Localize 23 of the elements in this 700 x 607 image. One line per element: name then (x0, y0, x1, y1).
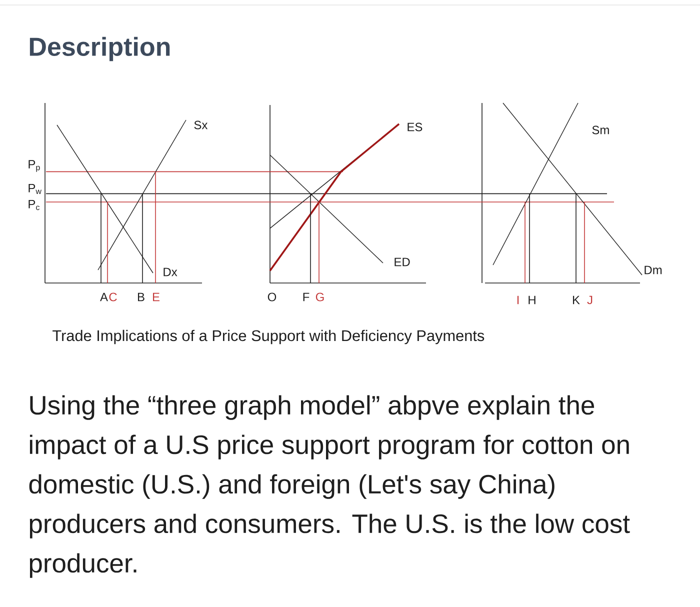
quantity-label: O (268, 292, 276, 302)
quantity-label: G (316, 292, 324, 302)
price-label: P$_{w}$ (28, 184, 42, 194)
curve-label: ES (408, 122, 422, 132)
quantity-label: H (528, 296, 536, 304)
quantity-label: C (109, 292, 117, 302)
curve-label: Sm (592, 126, 609, 134)
price-label: P$_{c}$ (28, 200, 40, 210)
quantity-label: I (517, 296, 519, 304)
curve-label: Sx (194, 120, 208, 130)
curve-label: Dx (164, 268, 178, 276)
quantity-label: J (587, 296, 592, 304)
quantity-label: E (153, 292, 160, 302)
question-text: Using the “three graph model” abpve explain the impact of a U.S price support program for cotton on domestic (U.S.) and foreign (Let's say China) producers and consumers. The U.S. is the low cost producer. (29, 395, 630, 578)
curve-label: ED (394, 258, 410, 266)
figure-caption: Trade Implications of a Price Support with Deficiency Payments (52, 330, 484, 344)
price-label: P$_{p}$ (28, 160, 40, 172)
quantity-label: F (303, 292, 310, 302)
quantity-label: A (100, 292, 108, 302)
quantity-label: K (573, 296, 580, 304)
heading: Description (30, 36, 170, 62)
curve-label: Dm (644, 266, 662, 274)
quantity-label: B (138, 292, 144, 302)
